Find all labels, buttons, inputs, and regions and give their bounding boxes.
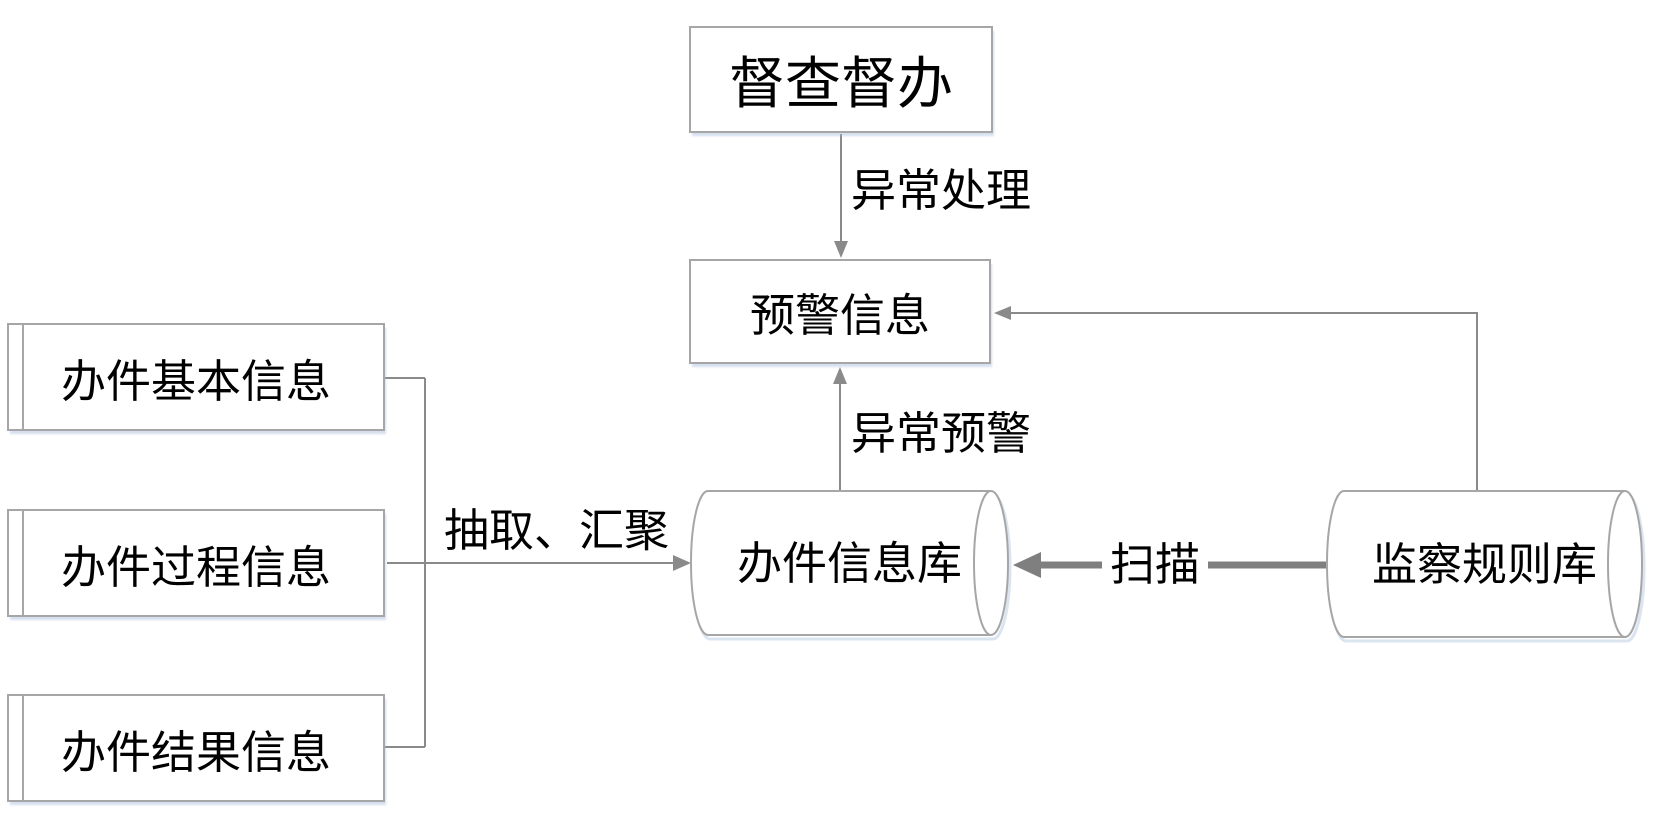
- node-rule-db-label: 监察规则库: [1371, 539, 1597, 590]
- edge-label-scan: 扫描: [1102, 540, 1209, 590]
- node-case-result-info: 办件结果信息: [7, 694, 385, 802]
- edge-label-extract-aggregate: 抽取、汇聚: [444, 505, 670, 556]
- rule-db-cylinder: [1326, 490, 1646, 643]
- edge-label-exception-handling: 异常处理: [851, 165, 1032, 216]
- node-supervision-label: 督查督办: [729, 52, 953, 115]
- exception-warning-arrowhead: [833, 367, 847, 384]
- exception-handling-arrowhead: [834, 241, 848, 258]
- rule-db-to-warning-connector: [1002, 312, 1478, 491]
- node-case-process-info: 办件过程信息: [7, 509, 385, 617]
- case-info-db-cylinder: [690, 490, 1012, 641]
- rule-db-end-seam: [1607, 490, 1626, 638]
- scan-arrowhead: [1013, 552, 1041, 578]
- node-warning-info: 预警信息: [689, 259, 991, 364]
- extract-aggregate-arrowhead: [673, 555, 691, 571]
- node-case-info-db-label: 办件信息库: [736, 538, 962, 589]
- card-side-bar: [22, 325, 24, 429]
- edge-label-exception-warning: 异常预警: [851, 408, 1032, 459]
- node-warning-info-label: 预警信息: [749, 290, 930, 341]
- card-side-bar: [22, 696, 24, 800]
- node-supervision: 督查督办: [689, 26, 993, 133]
- node-case-result-info-label: 办件结果信息: [60, 726, 331, 778]
- node-case-basic-info-label: 办件基本信息: [60, 355, 331, 407]
- node-case-process-info-label: 办件过程信息: [60, 541, 331, 593]
- card-side-bar: [22, 511, 24, 615]
- case-info-db-end-seam: [973, 490, 992, 636]
- node-case-basic-info: 办件基本信息: [7, 323, 385, 431]
- rule-db-to-warning-arrowhead: [994, 306, 1011, 320]
